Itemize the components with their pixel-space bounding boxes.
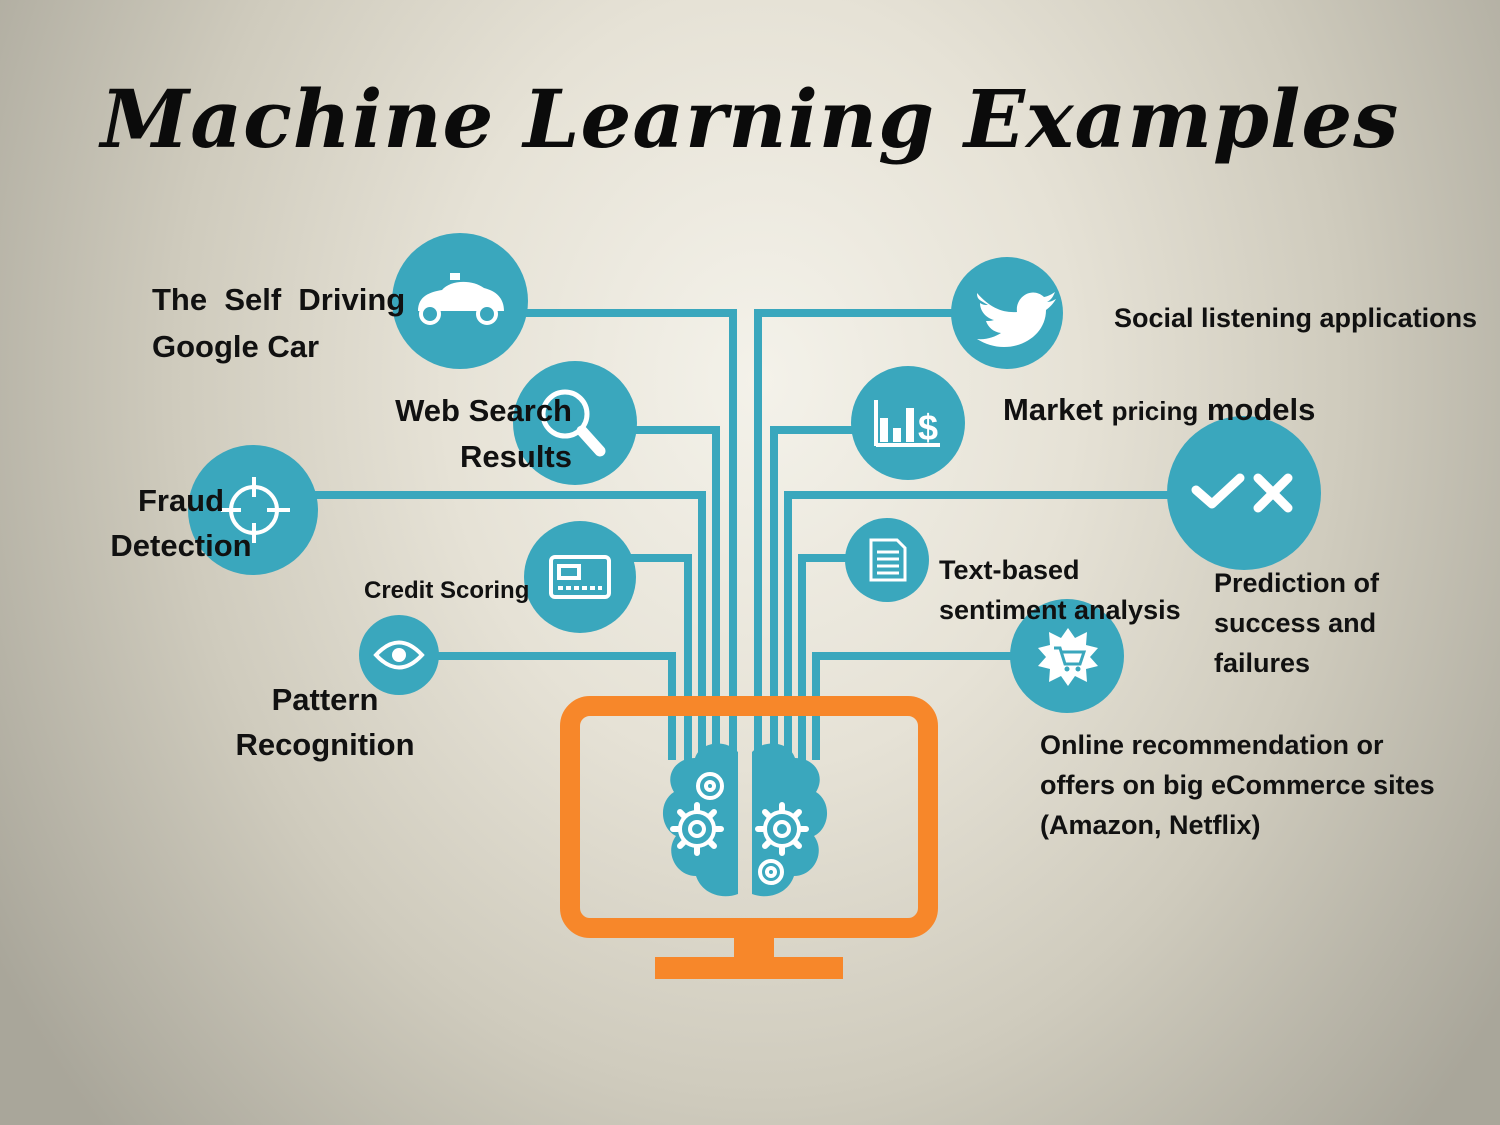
label-self-driving-line1: The Self Driving	[152, 282, 406, 317]
svg-text:$: $	[918, 407, 938, 448]
label-market: Market pricing models	[1003, 391, 1315, 430]
shopping-cart-badge-icon	[1038, 628, 1098, 686]
label-prediction-line2: success and	[1214, 608, 1377, 638]
crosshair-icon	[221, 477, 290, 543]
label-recommendation: Online recommendation or offers on big e…	[1040, 725, 1435, 845]
connector-web-search	[630, 426, 720, 760]
car-icon	[418, 273, 504, 325]
connector-self-driving	[520, 309, 737, 760]
connector-pattern	[435, 652, 676, 760]
prediction-circle	[1167, 416, 1321, 570]
connector-recommendation	[812, 652, 1015, 760]
credit-card-icon	[549, 555, 611, 599]
label-market-word1: Market	[1003, 392, 1103, 427]
label-web-search-line1: Web Search	[395, 393, 572, 428]
label-market-word2: pricing	[1111, 396, 1199, 426]
label-fraud-line2: Detection	[110, 528, 252, 563]
connector-market	[770, 426, 860, 760]
label-self-driving-line2: Google Car	[152, 329, 320, 364]
chart-dollar-icon: $	[874, 400, 940, 448]
connector-lines	[315, 309, 1170, 760]
label-prediction-line1: Prediction of	[1214, 568, 1380, 598]
fraud-circle	[188, 445, 318, 575]
label-pattern: Pattern Recognition	[232, 677, 418, 767]
check-cross-icon	[1191, 473, 1293, 513]
label-pattern-line2: Recognition	[235, 727, 415, 762]
label-social-line1: Social listening applications	[1114, 303, 1478, 333]
monitor-icon	[560, 696, 938, 979]
label-web-search: Web Search Results	[390, 388, 572, 480]
label-recommendation-line2: offers on big eCommerce sites	[1040, 770, 1435, 800]
label-social: Social listening applications	[1114, 302, 1477, 336]
label-sentiment-line2: sentiment analysis	[939, 595, 1181, 625]
label-market-word3: models	[1206, 392, 1316, 427]
label-fraud: Fraud Detection	[104, 478, 258, 568]
label-credit-line1: Credit Scoring	[364, 577, 530, 604]
label-fraud-line1: Fraud	[137, 483, 225, 518]
label-credit: Credit Scoring	[364, 576, 529, 606]
twitter-bird-icon	[977, 292, 1056, 347]
label-sentiment-line1: Text-based	[939, 555, 1080, 585]
label-prediction: Prediction of success and failures	[1214, 563, 1379, 683]
connector-prediction	[784, 491, 1170, 760]
page-title: Machine Learning Examples	[100, 72, 1400, 166]
label-self-driving: The Self Driving Google Car	[152, 276, 405, 370]
connector-sentiment	[798, 554, 848, 760]
label-recommendation-line3: (Amazon, Netflix)	[1040, 810, 1261, 840]
label-prediction-line3: failures	[1214, 648, 1311, 678]
label-recommendation-line1: Online recommendation or	[1040, 730, 1384, 760]
label-pattern-line1: Pattern	[271, 682, 379, 717]
label-web-search-line2: Results	[460, 439, 572, 474]
label-sentiment: Text-based sentiment analysis	[939, 550, 1181, 630]
connector-social	[754, 309, 955, 760]
connector-fraud	[315, 491, 706, 760]
search-icon	[540, 389, 606, 457]
eye-icon	[373, 640, 425, 670]
document-icon	[869, 538, 907, 582]
connector-credit	[630, 554, 692, 760]
brain-gears-icon	[662, 743, 828, 897]
